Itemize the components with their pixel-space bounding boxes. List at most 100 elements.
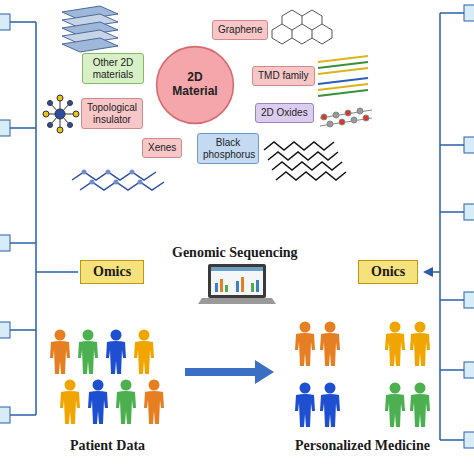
xenes-structure	[106, 170, 111, 175]
oxide-structure	[351, 117, 357, 123]
flow-arrow	[255, 360, 274, 384]
laptop-icon	[198, 264, 276, 304]
topological-structure	[68, 123, 73, 128]
node-text: 2D Material	[165, 71, 225, 99]
personalized-figures	[410, 322, 430, 367]
edge-boxes	[0, 120, 10, 136]
edge-boxes	[0, 14, 10, 30]
node-text: Black phosphorus	[203, 137, 253, 160]
phosphorus-sheet	[276, 172, 346, 180]
laptop-icon	[225, 285, 228, 292]
graphene-lattice	[312, 30, 313, 38]
edge-boxes	[0, 235, 10, 251]
omics-box: Omics	[80, 260, 144, 284]
topological-structure	[43, 111, 49, 117]
xenes-structure	[114, 180, 119, 185]
topological-structure	[43, 95, 79, 133]
right-bracket	[440, 211, 464, 213]
patient-figures	[88, 380, 108, 425]
oxide-structure	[321, 114, 327, 120]
laptop-icon	[215, 283, 218, 292]
patient-figures	[144, 380, 164, 425]
group-label: Patient Data	[70, 438, 145, 454]
node-text: Topological insulator	[87, 102, 137, 125]
tmd-structure	[318, 56, 368, 62]
group-label: Personalized Medicine	[295, 438, 430, 454]
topological-structure	[50, 103, 70, 125]
node-text: Omics	[93, 264, 131, 280]
tmd-structure	[318, 78, 368, 84]
graphene-lattice	[272, 30, 332, 44]
right-bracket	[432, 13, 464, 440]
node-text: 2D Oxides	[261, 107, 308, 119]
patient-figures	[116, 380, 136, 425]
left-bracket	[10, 127, 36, 129]
edge-boxes	[464, 204, 474, 220]
material-box: Topological insulator	[81, 98, 143, 129]
xenes-structure	[82, 170, 87, 175]
section-label: Genomic Sequencing	[172, 245, 298, 261]
flow-arrow	[185, 360, 274, 384]
personalized-figures	[410, 383, 430, 428]
material-box: Graphene	[212, 20, 268, 40]
right-bracket	[439, 13, 441, 440]
left-bracket	[10, 242, 36, 244]
oxide-structure	[320, 108, 372, 127]
topological-structure	[73, 111, 79, 117]
edge-boxes	[0, 5, 474, 448]
edge-boxes	[464, 362, 474, 378]
graphene-lattice	[292, 30, 293, 38]
laptop-icon	[236, 281, 239, 292]
right-bracket	[440, 12, 464, 14]
topological-structure	[68, 101, 73, 106]
left-bracket	[10, 21, 36, 23]
node-text: Other 2D materials	[88, 57, 138, 80]
laptop-icon	[220, 279, 223, 292]
personalized-figures	[295, 322, 430, 428]
left-bracket	[10, 22, 78, 415]
oxide-structure	[357, 108, 363, 114]
center-circle: 2D Material	[155, 45, 235, 125]
personalized-figures	[320, 383, 340, 428]
onics-box: Onics	[358, 260, 418, 284]
left-bracket	[35, 22, 37, 415]
arrow-head	[423, 267, 433, 277]
graphene-lattice	[272, 10, 332, 44]
xenes-structure	[82, 170, 143, 185]
personalized-figures	[385, 383, 405, 428]
node-text: TMD family	[258, 70, 309, 82]
right-bracket	[440, 299, 464, 301]
stacked-layers	[62, 6, 118, 52]
edge-boxes	[464, 432, 474, 448]
graphene-lattice	[272, 24, 332, 30]
topological-structure	[50, 103, 70, 125]
stacked-layers	[62, 38, 118, 52]
xenes-structure	[138, 180, 143, 185]
oxide-structure	[363, 115, 369, 121]
personalized-figures	[320, 322, 340, 367]
xenes-structure	[90, 180, 95, 185]
graphene-lattice	[282, 10, 322, 24]
topological-structure	[57, 95, 63, 101]
laptop-icon	[198, 298, 276, 304]
laptop-icon	[211, 267, 263, 271]
phosphorus-sheet	[264, 142, 346, 180]
phosphorus-sheet	[268, 152, 338, 160]
circle-shape	[157, 47, 234, 124]
node-text: Xenes	[148, 142, 176, 154]
edge-boxes	[0, 407, 10, 423]
patient-figures	[50, 330, 70, 375]
patient-figures	[78, 330, 98, 375]
topological-structure	[48, 123, 53, 128]
right-bracket	[440, 369, 464, 371]
edge-boxes	[0, 322, 10, 338]
patient-figures	[106, 330, 126, 375]
material-box: Xenes	[142, 138, 182, 158]
laptop-icon	[251, 283, 254, 292]
material-box: Other 2D materials	[82, 53, 144, 84]
oxide-structure	[345, 110, 351, 116]
tmd-structure	[318, 90, 368, 96]
xenes-structure	[130, 170, 135, 175]
laptop-icon	[208, 264, 266, 298]
edge-boxes	[464, 292, 474, 308]
